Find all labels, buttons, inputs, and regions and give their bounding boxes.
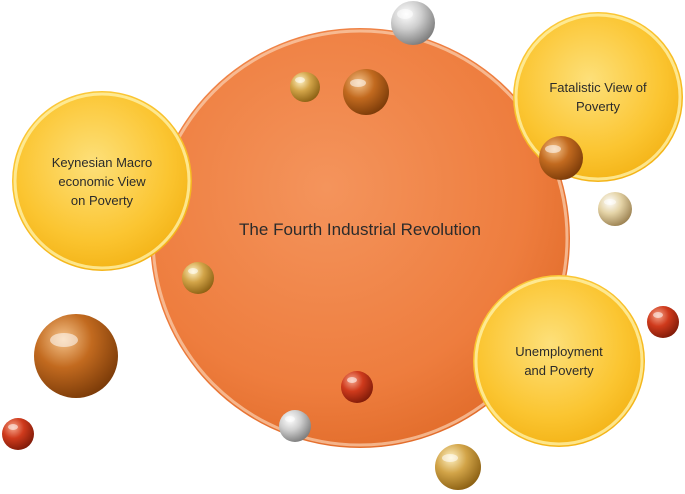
red-bubble — [647, 306, 679, 338]
gold-bubble — [182, 262, 214, 294]
pale-gold-bubble — [598, 192, 632, 226]
silver-bubble — [391, 1, 435, 45]
bronze-bubble — [34, 314, 118, 398]
fatalistic-view-label: Fatalistic View of Poverty — [549, 80, 647, 114]
bubble-highlights — [8, 9, 663, 462]
bronze-bubble — [343, 69, 389, 115]
center-circle-label: The Fourth Industrial Revolution — [239, 220, 481, 239]
keynesian-view-label: Keynesian Macro economic View on Poverty — [51, 154, 153, 208]
outer-circle-unemployment — [473, 275, 645, 447]
gold-bubble — [290, 72, 320, 102]
red-bubble — [2, 418, 34, 450]
outer-circle-keynesian — [12, 91, 192, 271]
unemployment-poverty-label: Unemployment and Poverty — [515, 344, 603, 378]
bronze-bubble — [539, 136, 583, 180]
silver-bubble — [279, 410, 311, 442]
gold-bubble — [435, 444, 481, 490]
red-bubble — [341, 371, 373, 403]
